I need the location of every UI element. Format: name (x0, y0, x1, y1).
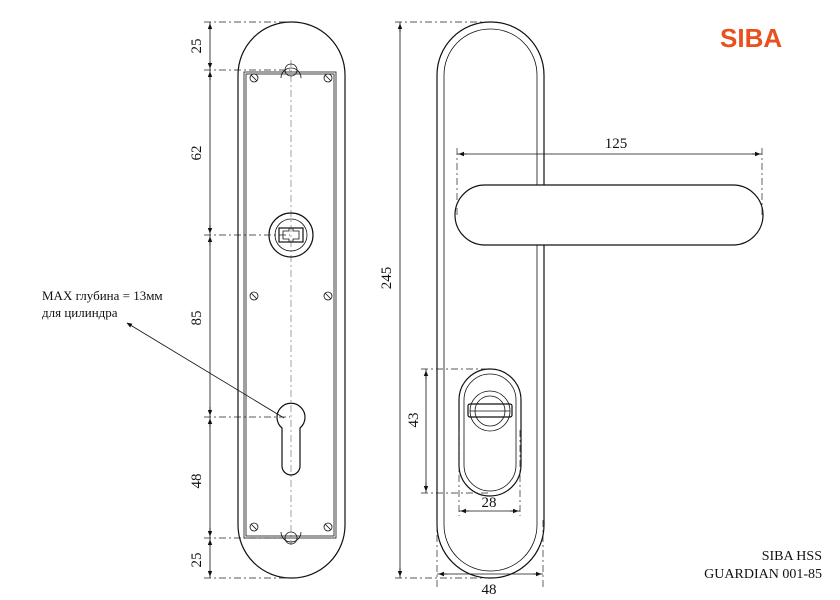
cylinder-keyhole-icon (276, 402, 306, 476)
note-line1: MAX глубина = 13мм (42, 288, 163, 303)
lever-handle (454, 184, 764, 246)
side-dimensions: 245 125 43 28 48 (379, 21, 763, 598)
side-plate-inner (443, 28, 538, 572)
front-inner-plate (243, 71, 337, 539)
dim-lower: 48 (189, 474, 205, 489)
brand-logo: SIBA (720, 23, 782, 53)
front-view (237, 21, 346, 579)
rotor-icon (467, 390, 513, 432)
front-dimensions: 25 62 85 48 25 (189, 21, 290, 579)
model-caption: SIBA HSS GUARDIAN 001-85 (704, 549, 822, 582)
dim-upper: 62 (189, 146, 205, 161)
dim-middle: 85 (189, 311, 205, 326)
dim-bottom: 25 (189, 553, 205, 568)
dim-escutcheon-height: 43 (406, 413, 422, 428)
caption-series: GUARDIAN 001-85 (704, 567, 822, 582)
dim-top: 25 (189, 39, 205, 54)
cylinder-depth-note: MAX глубина = 13мм для цилиндра (42, 288, 285, 419)
caption-model: SIBA HSS (762, 549, 822, 564)
escutcheon (458, 368, 522, 497)
dim-escutcheon-width: 28 (482, 495, 497, 511)
note-line2: для цилиндра (42, 305, 118, 320)
dim-width: 48 (482, 582, 497, 598)
side-view (436, 21, 764, 579)
escutcheon-inner (463, 373, 517, 492)
dim-height: 245 (379, 267, 395, 290)
screw-icon (249, 73, 333, 532)
front-inner-plate-edge (245, 73, 335, 537)
side-plate-outline (436, 21, 545, 579)
dim-handle: 125 (605, 136, 628, 152)
front-plate-outline (237, 21, 346, 579)
